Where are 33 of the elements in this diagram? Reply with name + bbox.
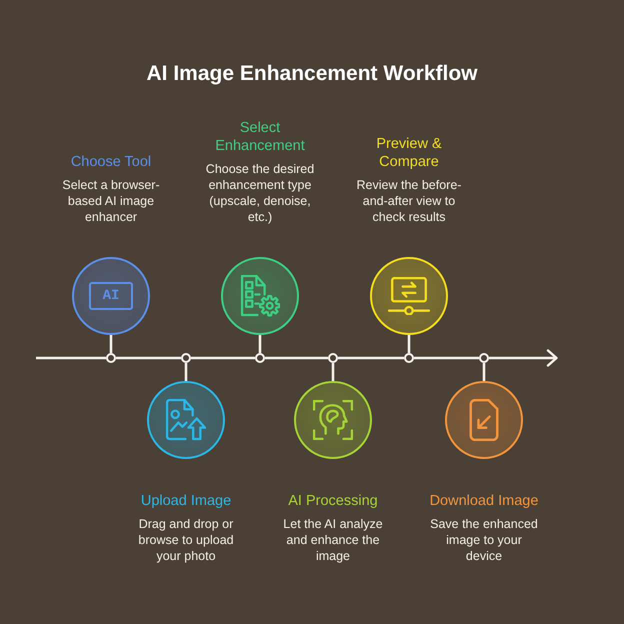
timeline-arrow: [489, 349, 558, 367]
step-title: Upload Image: [140, 492, 232, 510]
timeline-dot: [255, 353, 265, 363]
timeline-line: [338, 356, 404, 360]
step-title: Download Image: [430, 492, 538, 510]
timeline-line: [36, 356, 106, 360]
timeline-line: [116, 356, 181, 360]
timeline-line: [265, 356, 328, 360]
step-description: Drag and drop or browse to upload your photo: [137, 516, 235, 564]
connector-line: [258, 335, 262, 353]
timeline-line: [191, 356, 255, 360]
connector-line: [408, 335, 410, 353]
step-title: Preview & Compare: [375, 135, 443, 171]
connector-line: [332, 363, 334, 381]
timeline-dot: [404, 353, 414, 363]
step-title: AI Processing: [288, 492, 378, 510]
timeline-dot: [181, 353, 191, 363]
timeline-dot: [328, 353, 338, 363]
step-description: Choose the desired enhancement type (upscale, denoise, etc.): [204, 161, 316, 225]
connector-line: [184, 363, 188, 381]
timeline-dot: [106, 353, 116, 363]
diagram-title: AI Image Enhancement Workflow: [146, 61, 478, 87]
step-description: Select a browser-based AI image enhancer: [61, 177, 161, 225]
connector-line: [482, 363, 486, 381]
timeline-dot: [479, 353, 489, 363]
step-title: Choose Tool: [70, 153, 152, 171]
step-description: Review the before-and-after view to check results: [356, 177, 462, 225]
step-description: Let the AI analyze and enhance the image: [282, 516, 384, 564]
chip-label: AI: [89, 282, 133, 310]
timeline-line: [414, 356, 479, 360]
step-description: Save the enhanced image to your device: [429, 516, 539, 564]
connector-line: [110, 335, 112, 353]
step-title: Select Enhancement: [214, 119, 306, 155]
